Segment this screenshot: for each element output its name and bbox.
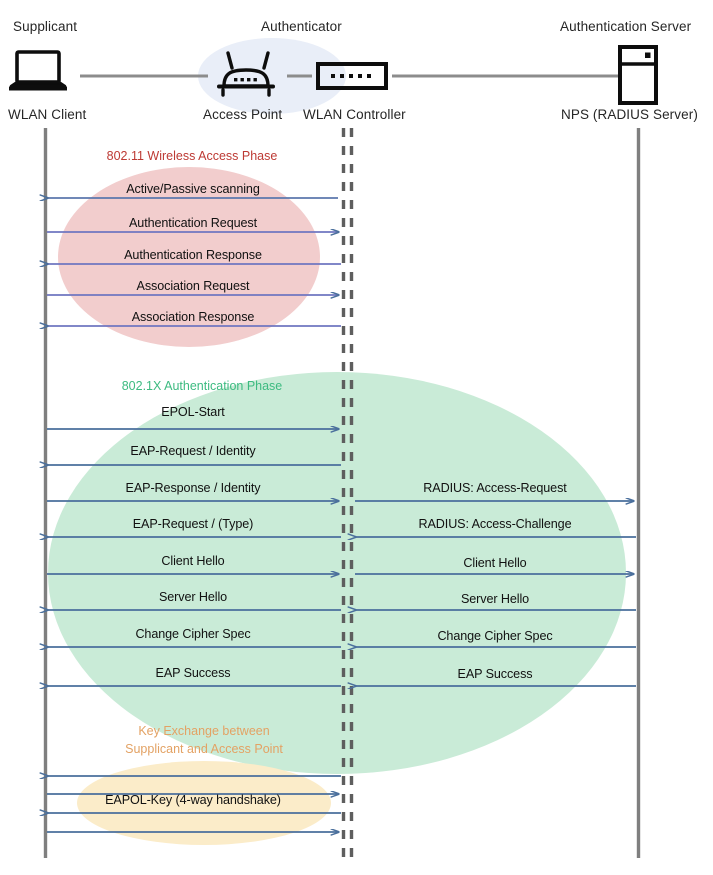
message-label-server-hello-left: Server Hello <box>158 590 228 604</box>
message-label-eap-success-right: EAP Success <box>457 667 533 681</box>
phase-label-wireless-access: 802.11 Wireless Access Phase <box>106 149 278 163</box>
message-label-client-hello-left: Client Hello <box>161 554 225 568</box>
message-label-eap-response-identity: EAP-Response / Identity <box>125 481 261 495</box>
wireless-router-icon <box>217 51 275 97</box>
message-label-radius-access-challenge: RADIUS: Access-Challenge <box>418 517 572 531</box>
laptop-icon <box>9 50 67 91</box>
device-label-nps-radius-server: NPS (RADIUS Server) <box>561 107 698 122</box>
message-label-eap-request-identity: EAP-Request / Identity <box>130 444 256 458</box>
dot1x-phase-ellipse <box>48 372 626 774</box>
phase-label-key-exchange-line2: Supplicant and Access Point <box>125 742 283 756</box>
message-label-change-cipher-spec-right: Change Cipher Spec <box>437 629 553 643</box>
message-label-epol-start: EPOL-Start <box>161 405 225 419</box>
message-label-eap-success-left: EAP Success <box>155 666 231 680</box>
message-label-client-hello-right: Client Hello <box>463 556 527 570</box>
device-label-wlan-controller: WLAN Controller <box>303 107 406 122</box>
message-label-eap-request-type: EAP-Request / (Type) <box>132 517 254 531</box>
wireless-access-phase-ellipse <box>58 167 320 347</box>
message-label-radius-access-request: RADIUS: Access-Request <box>423 481 567 495</box>
message-label-active-passive-scanning: Active/Passive scanning <box>126 182 260 196</box>
authenticator-group-ellipse <box>198 38 346 114</box>
role-label-auth-server: Authentication Server <box>560 19 692 34</box>
message-label-change-cipher-spec-left: Change Cipher Spec <box>135 627 251 641</box>
message-label-authentication-request: Authentication Request <box>128 216 258 230</box>
device-label-access-point: Access Point <box>203 107 283 122</box>
server-rack-icon <box>618 45 658 105</box>
message-label-server-hello-right: Server Hello <box>460 592 530 606</box>
phase-label-key-exchange-line1: Key Exchange between <box>138 724 270 738</box>
network-switch-icon <box>316 62 388 90</box>
device-label-wlan-client: WLAN Client <box>8 107 87 122</box>
message-label-eapol-key-handshake: EAPOL-Key (4-way handshake) <box>105 793 281 807</box>
phase-label-dot1x-authentication: 802.1X Authentication Phase <box>121 379 283 393</box>
role-label-supplicant: Supplicant <box>13 19 78 34</box>
message-label-authentication-response: Authentication Response <box>124 248 262 262</box>
role-label-authenticator: Authenticator <box>261 19 342 34</box>
key-exchange-phase-ellipse <box>77 761 331 845</box>
message-label-association-response: Association Response <box>131 310 255 324</box>
message-label-association-request: Association Request <box>136 279 250 293</box>
